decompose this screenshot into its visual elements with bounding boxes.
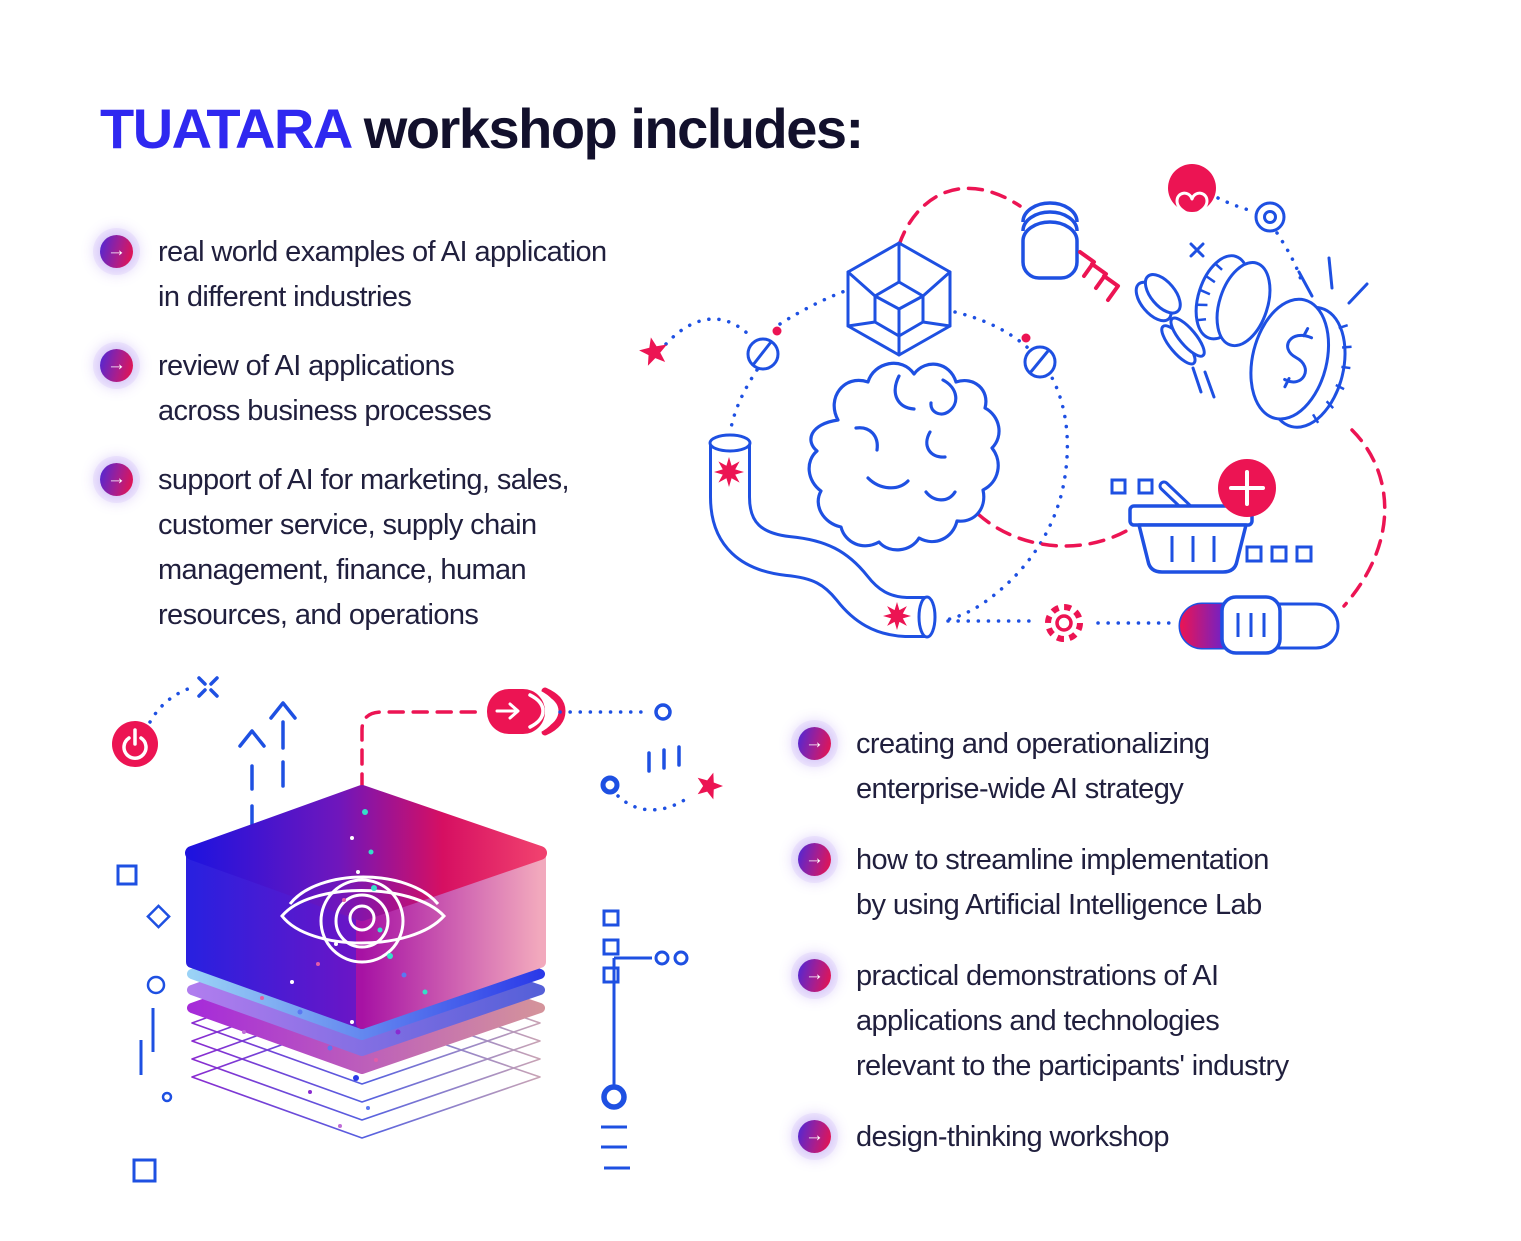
workshop-list-left: → real world examples of AI application … (100, 230, 720, 638)
eye-icon (280, 875, 447, 964)
progress-slider-icon (1178, 595, 1340, 655)
arrow-bullet-icon: → (100, 349, 133, 382)
list-item: → how to streamline implementation by us… (798, 838, 1478, 928)
list-item-text: practical demonstrations of AI applicati… (856, 960, 1289, 1082)
gear-icon (1045, 604, 1083, 642)
x-mark-icon (197, 676, 219, 698)
starburst-icon (714, 457, 744, 487)
star-icon (639, 337, 667, 366)
dotted-trail (616, 794, 688, 812)
arrow-bullet-icon: → (100, 463, 133, 496)
dial-circle-icon (746, 337, 1057, 379)
power-badge-icon (112, 721, 158, 767)
dashed-connector (897, 186, 1387, 608)
coins-icon (1134, 254, 1352, 429)
sparkle-lines (1189, 242, 1369, 399)
list-item: → support of AI for marketing, sales, cu… (100, 458, 720, 638)
list-item: → practical demonstrations of AI applica… (798, 954, 1478, 1089)
target-icon (1254, 201, 1286, 233)
tally-lines (647, 745, 681, 773)
title-rest: workshop includes: (349, 97, 864, 160)
arrow-bullet-icon: → (798, 1120, 831, 1153)
arrow-bullet-icon: → (798, 843, 831, 876)
layered-cube-icon (185, 785, 547, 1139)
node-circle (654, 703, 672, 721)
arrow-glyph: → (805, 732, 824, 753)
decor-squares (1110, 478, 1313, 563)
arrow-glyph: → (805, 964, 824, 985)
list-item: → design-thinking workshop (798, 1115, 1478, 1160)
list-item-text: support of AI for marketing, sales, cust… (158, 464, 570, 631)
node-circle (600, 775, 620, 795)
trail-dot (1021, 333, 1031, 343)
page-title: TUATARA workshop includes: (100, 96, 864, 161)
arrow-bullet-icon: → (100, 235, 133, 268)
shopping-basket-icon (1128, 459, 1276, 574)
arrow-glyph: → (107, 240, 126, 261)
starburst-icon (883, 602, 911, 630)
plus-badge-icon (1218, 459, 1276, 517)
sparkle-dots (242, 809, 428, 1128)
list-item-text: real world examples of AI application in… (158, 236, 607, 313)
pipe-icon (708, 433, 937, 639)
list-item: → creating and operationalizing enterpri… (798, 722, 1478, 812)
list-item-text: review of AI applications across busines… (158, 350, 492, 427)
arrow-bullet-icon: → (798, 959, 831, 992)
list-item-text: how to streamline implementation by usin… (856, 844, 1269, 921)
circuit-icon (601, 950, 689, 1170)
list-item-text: creating and operationalizing enterprise… (856, 728, 1210, 805)
ai-network-illustration (639, 164, 1387, 655)
brand-name: TUATARA (100, 97, 351, 160)
dashed-connector (360, 710, 486, 790)
list-item-text: design-thinking workshop (856, 1121, 1169, 1153)
ai-vision-illustration (112, 676, 723, 1183)
heart-badge-icon (1168, 164, 1216, 219)
decor-squares (602, 909, 620, 984)
arrow-glyph: → (805, 848, 824, 869)
trail-dot (772, 326, 782, 336)
arrow-bullet-icon: → (798, 727, 831, 760)
arrow-glyph: → (107, 354, 126, 375)
database-stack-icon (1021, 201, 1079, 280)
dotted-trail (148, 685, 196, 724)
send-pill-icon (487, 687, 566, 736)
arrow-glyph: → (107, 468, 126, 489)
decor-shapes-left (116, 864, 173, 1183)
star-icon (697, 772, 723, 800)
list-item: → real world examples of AI application … (100, 230, 720, 320)
workshop-list-right: → creating and operationalizing enterpri… (798, 722, 1478, 1160)
list-item: → review of AI applications across busin… (100, 344, 720, 434)
brain-icon (807, 361, 1001, 552)
chevron-arrows-icon (1078, 250, 1120, 302)
cube-wireframe-icon (846, 241, 952, 357)
arrow-glyph: → (805, 1125, 824, 1146)
